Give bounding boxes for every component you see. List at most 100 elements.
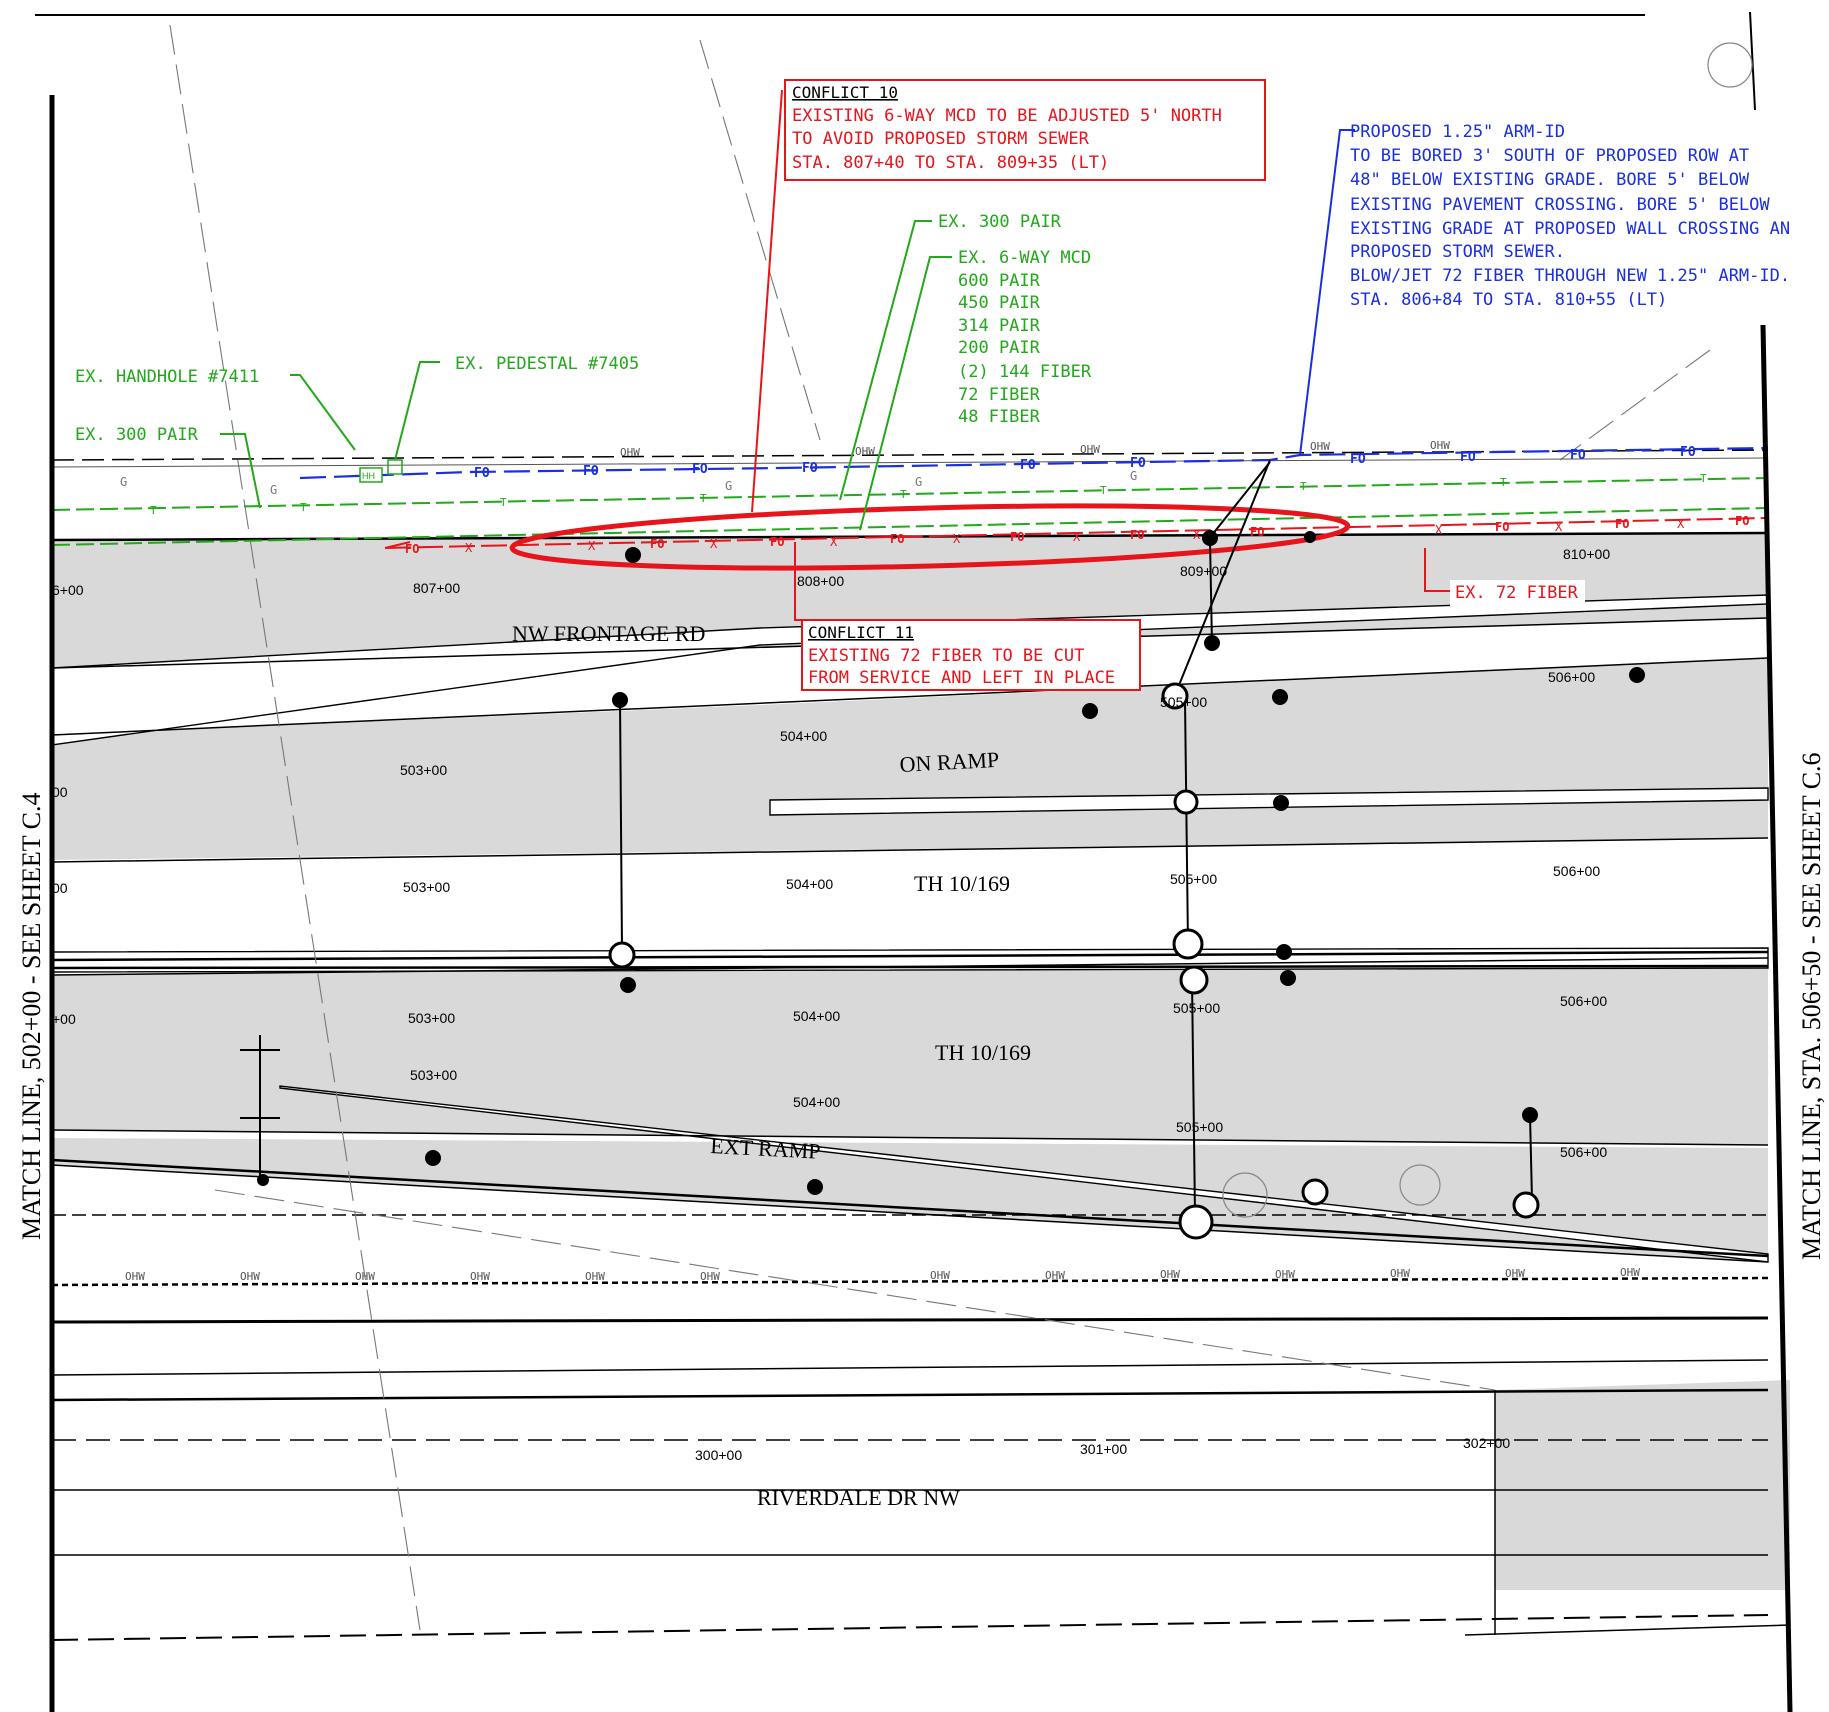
fo-red-line [384, 517, 1769, 549]
mcd-item-314: 314 PAIR [958, 316, 1041, 336]
red-leaders [384, 89, 1450, 621]
ohw-label: OHW [855, 445, 875, 458]
tree-icon [1222, 1172, 1268, 1218]
handhole-mark: HH [362, 471, 375, 481]
fo-red-label: FO [405, 542, 419, 556]
fo-label: FO [1460, 450, 1476, 465]
sta-on502: 00 [52, 784, 68, 800]
proposed-line3: 48" BELOW EXISTING GRADE. BORE 5' BELOW [1350, 170, 1750, 190]
north-tick [1749, 11, 1756, 111]
sta-ex505: 505+00 [1176, 1119, 1223, 1135]
fo-red-label: FO [1250, 525, 1264, 539]
ohw-label: OHW [240, 1270, 260, 1283]
ohw-labels: OHW OHW OHW OHW OHW OHW OHW OHW OHW OHW … [125, 439, 1640, 1283]
x-label: X [1555, 520, 1563, 534]
conflict-ellipse [509, 503, 1351, 571]
conflict10-line3: STA. 807+40 TO STA. 809+35 (LT) [792, 153, 1109, 173]
x-label: X [1677, 517, 1685, 531]
x-label: X [953, 532, 961, 546]
fo-red-labels: FO FO FO FO FO FO FO FO FO FO [405, 514, 1749, 556]
sta-r301: 301+00 [1080, 1441, 1127, 1457]
manholes [608, 682, 1540, 1240]
ex72-bg [1450, 580, 1585, 606]
ohw-label: OHW [1160, 1268, 1180, 1281]
sta-ex503: 503+00 [410, 1067, 457, 1083]
match-line-left: MATCH LINE, 502+00 - SEE SHEET C.4 [17, 792, 46, 1240]
fo-blue-labels: FO FO FO FO FO FO FO FO FO FO [474, 445, 1696, 481]
fo-label: FO [1130, 456, 1146, 471]
ohw-label: OHW [1275, 1268, 1295, 1281]
fo-label: FO [1020, 458, 1036, 473]
g-label: G [270, 483, 277, 497]
sta-on506: 506+00 [1548, 669, 1595, 685]
proposed-line1: PROPOSED 1.25" ARM-ID [1350, 122, 1565, 142]
proposed-line2: TO BE BORED 3' SOUTH OF PROPOSED ROW AT [1350, 146, 1749, 166]
proposed-line6: PROPOSED STORM SEWER. [1350, 242, 1565, 262]
sta-ex506: 506+00 [1560, 1144, 1607, 1160]
x-red-labels: X X X X X X X X X X [465, 517, 1685, 555]
fo-label: FO [1680, 445, 1696, 460]
x-label: X [830, 535, 838, 549]
ohw-label: OHW [125, 1270, 145, 1283]
sta-810: 810+00 [1563, 546, 1610, 562]
ohw-label: OHW [1620, 1266, 1640, 1279]
t-label: T [1700, 472, 1707, 485]
pedestal-label: EX. PEDESTAL #7405 [455, 354, 639, 374]
ex72-label: EX. 72 FIBER [1455, 583, 1579, 603]
blue-leader [1299, 129, 1355, 456]
mcd-item-48: 48 FIBER [958, 407, 1041, 427]
sta-th505: 505+00 [1170, 871, 1217, 887]
mcd-item-144: (2) 144 FIBER [958, 362, 1092, 382]
tree-icon [1399, 1164, 1441, 1206]
proposed-line4: EXISTING PAVEMENT CROSSING. BORE 5' BELO… [1350, 195, 1770, 215]
ohw-label: OHW [620, 446, 640, 459]
sta-th502: 00 [52, 880, 68, 896]
sta-on504: 504+00 [780, 728, 827, 744]
mcd-item-200: 200 PAIR [958, 338, 1041, 358]
x-label: X [710, 537, 718, 551]
bore-line [1207, 461, 1271, 541]
conflict11-line1: EXISTING 72 FIBER TO BE CUT [808, 646, 1084, 666]
t-label: T [300, 501, 307, 514]
mcd-title-label: EX. 6-WAY MCD [958, 248, 1091, 268]
sta-806: 6+00 [52, 582, 84, 598]
ohw-label: OHW [1080, 443, 1100, 456]
proposed-line8: STA. 806+84 TO STA. 810+55 (LT) [1350, 290, 1667, 310]
sta-tb506: 506+00 [1560, 993, 1607, 1009]
t-label: T [1100, 484, 1107, 497]
ohw-label: OHW [930, 1269, 950, 1282]
proposed-line5: EXISTING GRADE AT PROPOSED WALL CROSSING… [1350, 219, 1790, 239]
conflict10-title: CONFLICT 10 [792, 83, 898, 102]
telephone-lines [51, 477, 1769, 546]
island-ramp-th [769, 787, 1769, 816]
fo-red-label: FO [1615, 517, 1629, 531]
frontage-pavement [52, 533, 1768, 668]
sta-808: 808+00 [797, 573, 844, 589]
ohw-label: OHW [585, 1270, 605, 1283]
conflict10-line1: EXISTING 6-WAY MCD TO BE ADJUSTED 5' NOR… [792, 106, 1222, 126]
sta-th506: 506+00 [1553, 863, 1600, 879]
fo-red-label: FO [1010, 530, 1024, 544]
conflict11-box [801, 619, 1141, 691]
sta-tb502: +00 [52, 1011, 76, 1027]
x-label: X [465, 541, 473, 555]
conflict11-title: CONFLICT 11 [808, 623, 914, 642]
ex300-left-label: EX. 300 PAIR [75, 425, 199, 445]
green-leaders [220, 220, 952, 531]
road-names: NW FRONTAGE RD ON RAMP TH 10/169 TH 10/1… [512, 621, 1031, 1510]
sta-tb504: 504+00 [793, 1008, 840, 1024]
fo-label: FO [583, 464, 599, 479]
pavement [52, 533, 1790, 1590]
handhole-label: EX. HANDHOLE #7411 [75, 367, 259, 387]
match-line-right: MATCH LINE, STA. 506+50 - SEE SHEET C.6 [1797, 752, 1826, 1260]
fo-red-label: FO [890, 532, 904, 546]
fo-blue-line [299, 446, 1769, 480]
pedestal-icon [387, 459, 403, 475]
sta-807: 807+00 [413, 580, 460, 596]
th-upper-name: TH 10/169 [914, 871, 1010, 896]
riverdale-name: RIVERDALE DR NW [757, 1485, 960, 1510]
g-label: G [120, 475, 127, 489]
x-label: X [1073, 530, 1081, 544]
g-label: G [1130, 469, 1137, 483]
